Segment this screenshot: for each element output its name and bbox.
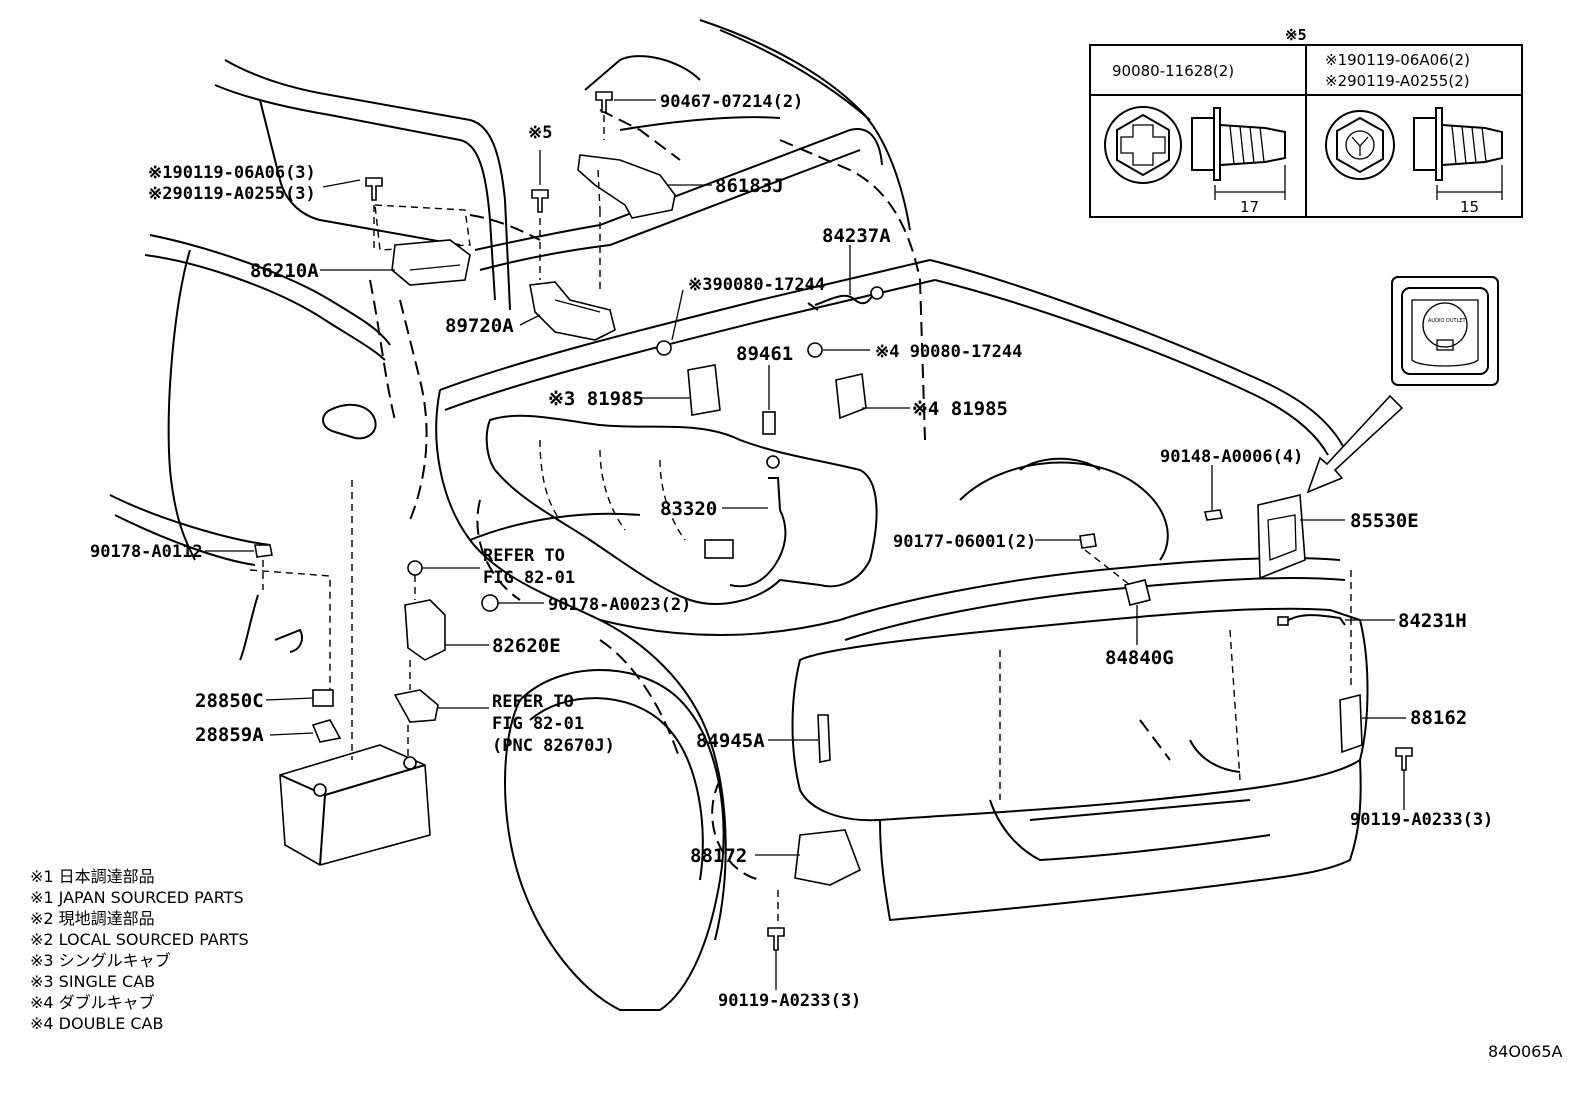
callout-81985-single: ※3 81985 — [548, 388, 644, 410]
inset-right-dim: 15 — [1460, 198, 1479, 216]
legend-line-5: ※3 シングルキャブ — [30, 951, 171, 970]
callout-90178-A0112: 90178-A0112 — [90, 542, 203, 562]
clip-90177 — [1079, 533, 1097, 549]
callout-84237A: 84237A — [822, 225, 891, 247]
y-bolt-head-icon — [1325, 110, 1395, 180]
callout-pnc-82670J: (PNC 82670J) — [492, 736, 615, 756]
vehicle-body-outline — [109, 19, 1369, 1011]
legend-line-8: ※4 DOUBLE CAB — [30, 1014, 163, 1033]
outlet-label: AUDIO OUTLET — [1428, 318, 1467, 324]
power-outlet-inset: AUDIO OUTLET — [1391, 276, 1499, 386]
clip-90467 — [595, 91, 613, 140]
grommet-4 — [807, 342, 823, 358]
module-88172 — [777, 829, 862, 925]
callout-84945A: 84945A — [696, 730, 765, 752]
inset-left-code: 90080-11628(2) — [1112, 62, 1234, 80]
legend-line-1: ※1 日本調達部品 — [30, 867, 155, 886]
callout-89720A: 89720A — [445, 315, 514, 337]
callout-fig-82-01-1: FIG 82-01 — [483, 568, 575, 588]
module-86210A — [374, 204, 471, 286]
relay-28850C — [312, 689, 334, 707]
fuel-sender-83320 — [704, 455, 787, 588]
phillips-bolt-head-icon — [1104, 106, 1182, 184]
callout-82620E: 82620E — [492, 635, 561, 657]
callout-86183J: 86183J — [715, 175, 784, 197]
callout-refer-to-1: REFER TO — [483, 546, 565, 566]
callouts: 90467-07214(2) 86183J ※5 ※190119-06A06(3… — [90, 92, 1493, 1011]
bolt-side-view-icon-2 — [1413, 107, 1503, 200]
callout-90119-A0233-bottom: 90119-A0233(3) — [718, 991, 861, 1011]
callout-90119-06A06: ※190119-06A06(3) — [148, 163, 316, 183]
bracket-82620E — [404, 560, 499, 690]
callout-note-5: ※5 — [528, 123, 552, 143]
outlet-plate-85530E — [1257, 494, 1306, 580]
screw-90148 — [1204, 509, 1223, 521]
harness-84237A — [807, 286, 884, 311]
inset-header: ※5 — [1285, 26, 1307, 44]
callout-28859A: 28859A — [195, 724, 264, 746]
callout-90080-17244-single: ※390080-17244 — [688, 275, 825, 295]
inset-left-dim: 17 — [1240, 198, 1259, 216]
sensor-88162 — [1339, 570, 1363, 754]
callout-89461: 89461 — [736, 343, 793, 365]
screw-5 — [531, 150, 549, 280]
inset-right-code-2: ※290119-A0255(2) — [1325, 72, 1470, 90]
callout-28850C: 28850C — [195, 690, 264, 712]
callout-90467-07214: 90467-07214(2) — [660, 92, 803, 112]
switch-84840G — [1084, 549, 1151, 606]
sensor-89461 — [762, 365, 776, 435]
legend-line-4: ※2 LOCAL SOURCED PARTS — [30, 930, 249, 949]
module-89720A — [529, 281, 616, 341]
callout-81985-double: ※4 81985 — [912, 398, 1008, 420]
callout-83320: 83320 — [660, 498, 717, 520]
callout-fig-82-01-2: FIG 82-01 — [492, 714, 584, 734]
callout-85530E: 85530E — [1350, 510, 1419, 532]
legend-line-7: ※4 ダブルキャブ — [30, 993, 155, 1012]
screw-90119-left — [365, 177, 383, 250]
bracket-28859A — [311, 719, 342, 743]
part-84945A — [817, 714, 831, 763]
callout-90080-17244-double: ※4 90080-17244 — [875, 342, 1022, 362]
bracket-82670J — [393, 689, 439, 760]
legend-line-6: ※3 SINGLE CAB — [30, 972, 155, 991]
callout-refer-to-2: REFER TO — [492, 692, 574, 712]
sensor-81985-double — [835, 373, 867, 420]
callout-88172: 88172 — [690, 845, 747, 867]
legend-line-3: ※2 現地調達部品 — [30, 909, 155, 928]
callout-84231H: 84231H — [1398, 610, 1467, 632]
callout-90119-A0255: ※290119-A0255(3) — [148, 184, 316, 204]
harness-84231H — [1277, 614, 1346, 626]
inset-right-code-1: ※190119-06A06(2) — [1325, 51, 1470, 69]
callout-88162: 88162 — [1410, 707, 1467, 729]
screw-90119-right — [1395, 747, 1413, 771]
callout-84840G: 84840G — [1105, 647, 1174, 669]
bracket-86183J — [577, 154, 676, 290]
bolt-side-view-icon — [1191, 107, 1286, 200]
leader-lines — [205, 99, 1406, 990]
grommet-3 — [656, 340, 672, 356]
figure-code: 84O065A — [1488, 1042, 1562, 1061]
callout-90177-06001: 90177-06001(2) — [893, 532, 1036, 552]
sensor-81985-single — [687, 364, 721, 416]
screw-90119-bottom — [767, 927, 785, 951]
callout-86210A: 86210A — [250, 260, 319, 282]
legend-line-2: ※1 JAPAN SOURCED PARTS — [30, 888, 244, 907]
pointer-arrow-icon — [1306, 394, 1404, 494]
battery — [279, 480, 431, 866]
callout-90148-A0006: 90148-A0006(4) — [1160, 447, 1303, 467]
legend: ※1 日本調達部品 ※1 JAPAN SOURCED PARTS ※2 現地調達… — [30, 867, 249, 1033]
fastener-inset: ※5 90080-11628(2) ※190119-06A06(2) ※2901… — [1089, 26, 1523, 218]
callout-90178-A0023: 90178-A0023(2) — [548, 595, 691, 615]
callout-90119-A0233-right: 90119-A0233(3) — [1350, 810, 1493, 830]
nut-90178-A0112 — [239, 544, 331, 690]
